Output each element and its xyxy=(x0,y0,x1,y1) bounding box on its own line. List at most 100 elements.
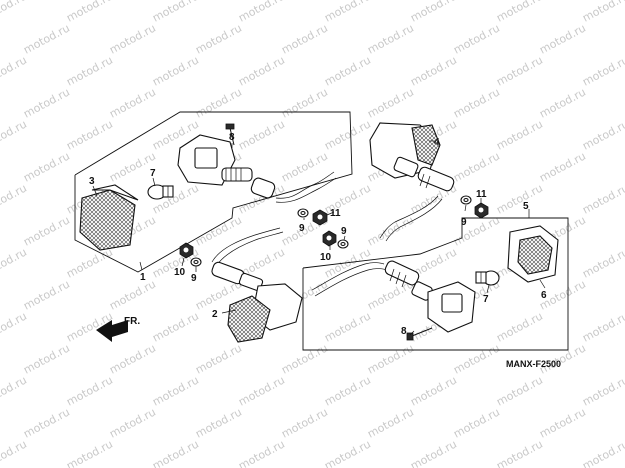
watermark-text: motod.ru xyxy=(494,117,545,152)
watermark-text: motod.ru xyxy=(193,405,244,440)
watermark-text: motod.ru xyxy=(494,0,545,25)
watermark-text: motod.ru xyxy=(580,53,625,88)
watermark-text: motod.ru xyxy=(451,341,502,376)
watermark-text: motod.ru xyxy=(580,309,625,344)
watermark-text: motod.ru xyxy=(150,309,201,344)
watermark-text: motod.ru xyxy=(236,53,287,88)
nut-left-10a xyxy=(179,242,194,259)
watermark-text: motod.ru xyxy=(537,85,588,120)
watermark-text: motod.ru xyxy=(279,341,330,376)
watermark-text: motod.ru xyxy=(193,85,244,120)
lens-left-rear xyxy=(79,184,139,251)
watermark-text: motod.ru xyxy=(537,21,588,56)
watermark-text: motod.ru xyxy=(494,373,545,408)
watermark-text: motod.ru xyxy=(580,117,625,152)
watermark-text: motod.ru xyxy=(365,405,416,440)
watermark-text: motod.ru xyxy=(107,85,158,120)
watermark-text: motod.ru xyxy=(365,85,416,120)
callout-7-right: 7 xyxy=(483,294,489,305)
watermark-text: motod.ru xyxy=(322,117,373,152)
watermark-text: motod.ru xyxy=(150,373,201,408)
front-direction-arrow: FR. xyxy=(96,316,140,342)
callout-6: 6 xyxy=(541,290,547,301)
watermark-text: motod.ru xyxy=(580,373,625,408)
watermark-text: motod.ru xyxy=(322,309,373,344)
watermark-text: motod.ru xyxy=(494,181,545,216)
watermark-text: motod.ru xyxy=(193,213,244,248)
watermark-text: motod.ru xyxy=(0,437,29,468)
washer-right-9 xyxy=(460,195,472,205)
watermark-text: motod.ru xyxy=(279,149,330,184)
callouts: 1 2 3 4 5 6 7 7 8 8 9 9 9 9 10 10 11 11 xyxy=(89,132,547,337)
washer-center-9 xyxy=(337,239,349,249)
watermark-text: motod.ru xyxy=(365,341,416,376)
callout-11-right: 11 xyxy=(476,189,487,200)
watermark-text: motod.ru xyxy=(451,21,502,56)
housing-right-front xyxy=(311,260,476,333)
housing-left-rear xyxy=(177,134,337,203)
nut-right-11 xyxy=(474,202,489,219)
watermark-text: motod.ru xyxy=(64,437,115,468)
washer-left-9b xyxy=(190,257,202,267)
watermark-text: motod.ru xyxy=(279,21,330,56)
watermark-text: motod.ru xyxy=(21,277,72,312)
callout-8-right: 8 xyxy=(401,326,407,337)
watermark-text: motod.ru xyxy=(21,149,72,184)
watermark-text: motod.ru xyxy=(494,309,545,344)
watermark-text: motod.ru xyxy=(451,149,502,184)
watermark-text: motod.ru xyxy=(0,181,29,216)
watermark-text: motod.ru xyxy=(21,341,72,376)
diagram-code: MANX-F2500 xyxy=(506,359,561,369)
watermark-text: motod.ru xyxy=(0,53,29,88)
watermark-text: motod.ru xyxy=(408,53,459,88)
watermark-text: motod.ru xyxy=(21,213,72,248)
watermark-text: motod.ru xyxy=(107,341,158,376)
watermark-text: motod.ru xyxy=(0,245,29,280)
callout-11-left: 11 xyxy=(330,208,341,219)
watermark-text: motod.ru xyxy=(150,0,201,25)
callout-7-left: 7 xyxy=(150,168,156,179)
watermark-text: motod.ru xyxy=(107,21,158,56)
watermark-text: motod.ru xyxy=(0,309,29,344)
nut-left-11 xyxy=(312,209,328,226)
watermark-text: motod.ru xyxy=(0,373,29,408)
bulb-right xyxy=(475,270,500,286)
callout-4: 4 xyxy=(434,137,440,148)
watermark-text: motod.ru xyxy=(322,373,373,408)
callout-9-left: 9 xyxy=(299,223,305,234)
leader-lines xyxy=(92,140,546,336)
callout-8-left: 8 xyxy=(229,132,235,143)
screw-left xyxy=(225,123,235,146)
watermark-text: motod.ru xyxy=(580,181,625,216)
watermark-text: motod.ru xyxy=(236,0,287,25)
watermark-text: motod.ru xyxy=(107,277,158,312)
watermark-text: motod.ru xyxy=(64,53,115,88)
watermark-text: motod.ru xyxy=(64,117,115,152)
watermark-text: motod.ru xyxy=(64,245,115,280)
watermark-text: motod.ru xyxy=(322,53,373,88)
callout-9-center: 9 xyxy=(341,226,347,237)
callout-2: 2 xyxy=(212,309,218,320)
lens-right-front xyxy=(507,225,559,283)
watermark-text: motod.ru xyxy=(64,0,115,25)
watermark-text: motod.ru xyxy=(365,21,416,56)
watermark-text: motod.ru xyxy=(451,213,502,248)
watermark-text: motod.ru xyxy=(279,85,330,120)
watermark-text: motod.ru xyxy=(322,0,373,25)
watermark-text: motod.ru xyxy=(193,341,244,376)
callout-10-left: 10 xyxy=(174,267,186,278)
watermark-text: motod.ru xyxy=(365,213,416,248)
watermark-text: motod.ru xyxy=(0,0,29,25)
watermark-text: motod.ru xyxy=(150,437,201,468)
watermark-text: motod.ru xyxy=(21,405,72,440)
turn-signal-front-left xyxy=(211,227,303,343)
watermark-text: motod.ru xyxy=(408,373,459,408)
watermark-text: motod.ru xyxy=(408,0,459,25)
watermark-text: motod.ru xyxy=(494,437,545,468)
watermark-text: motod.ru xyxy=(408,437,459,468)
callout-9-right: 9 xyxy=(461,217,467,228)
watermark-text: motod.ru xyxy=(236,437,287,468)
watermark-text: motod.ru xyxy=(0,117,29,152)
